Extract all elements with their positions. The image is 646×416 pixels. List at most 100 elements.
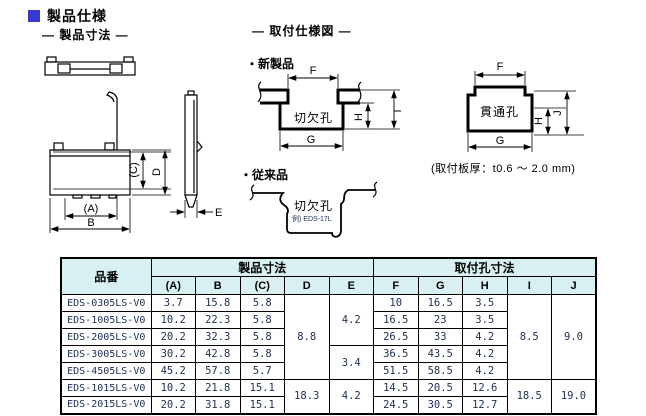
dim-label-c: (C) xyxy=(128,162,140,177)
notch-hole-label: 切欠孔 xyxy=(294,198,333,213)
cell-h: 12.7 xyxy=(462,396,508,414)
table-row: EDS-3005LS-V0 30.2 42.8 5.8 3.4 36.5 43.… xyxy=(60,345,596,380)
cell-d-merged: 8.8 xyxy=(284,294,330,380)
dim-label-a: (A) xyxy=(84,203,99,215)
product-top-view xyxy=(44,56,136,76)
cell-g: 30.5 xyxy=(417,396,463,414)
cell-h: 4.2 xyxy=(462,362,508,380)
dim-label-h: H xyxy=(533,117,545,125)
break-squiggle xyxy=(372,181,378,198)
cell-i-merged: 18.5 xyxy=(506,379,552,414)
spec-table: 品番 製品寸法 取付孔寸法 (A) B (C) D E F G H I J ED… xyxy=(60,257,597,415)
cell-g: 33 xyxy=(417,328,463,346)
cell-g: 23 xyxy=(417,311,463,329)
col-header-part-no: 品番 xyxy=(60,257,152,295)
square-bullet-icon xyxy=(28,10,40,22)
product-side-view xyxy=(184,90,203,208)
col-header-i: I xyxy=(506,276,552,295)
new-product-label: ・新製品 xyxy=(246,57,295,71)
col-header-a: (A) xyxy=(150,276,196,295)
cell-e-merged: 3.4 xyxy=(328,345,374,380)
product-dimension-drawing: (C) D (A) B E xyxy=(44,56,222,233)
cell-part: EDS-4505LS-V0 xyxy=(60,362,152,380)
cell-b: 21.8 xyxy=(195,379,241,397)
cell-a: 10.2 xyxy=(150,379,196,397)
cell-g: 16.5 xyxy=(417,294,463,312)
cell-part: EDS-1005LS-V0 xyxy=(60,311,152,329)
col-header-j: J xyxy=(551,276,597,295)
col-header-d: D xyxy=(284,276,330,295)
cell-f: 10 xyxy=(373,294,419,312)
cell-c: 5.7 xyxy=(239,362,285,380)
conventional-notch-hole-diagram: 切欠孔 例) EDS-17L xyxy=(249,181,378,238)
cell-f: 36.5 xyxy=(373,345,419,363)
cell-c: 5.8 xyxy=(239,345,285,363)
cell-h: 12.6 xyxy=(462,379,508,397)
dim-label-f: F xyxy=(310,65,317,77)
group-header-mount-dims: 取付孔寸法 xyxy=(373,257,597,277)
cell-c: 5.8 xyxy=(239,294,285,312)
cell-b: 32.3 xyxy=(195,328,241,346)
cell-d-merged: 18.3 xyxy=(284,379,330,414)
cell-j-merged: 9.0 xyxy=(551,294,597,380)
cell-g: 58.5 xyxy=(417,362,463,380)
cell-c: 15.1 xyxy=(239,396,285,414)
cell-a: 45.2 xyxy=(150,362,196,380)
cell-a: 20.2 xyxy=(150,328,196,346)
through-hole-label: 貫通孔 xyxy=(480,105,519,119)
cell-i-merged: 8.5 xyxy=(506,294,552,380)
cell-g: 43.5 xyxy=(417,345,463,363)
cell-f: 51.5 xyxy=(373,362,419,380)
new-product-notch-hole-diagram: F 切欠孔 G H I xyxy=(257,65,404,151)
cell-c: 5.8 xyxy=(239,328,285,346)
cell-f: 26.5 xyxy=(373,328,419,346)
col-header-c: (C) xyxy=(239,276,285,295)
cell-part: EDS-1015LS-V0 xyxy=(60,379,152,397)
dim-label-b: B xyxy=(87,217,94,229)
cell-h: 4.2 xyxy=(462,328,508,346)
page-title: 製品仕様 xyxy=(47,8,107,24)
cell-a: 3.7 xyxy=(150,294,196,312)
notch-hole-label: 切欠孔 xyxy=(294,110,333,125)
col-header-h: H xyxy=(462,276,508,295)
cell-a: 30.2 xyxy=(150,345,196,363)
table-row: EDS-4505LS-V0 45.2 57.8 5.7 51.5 58.5 4.… xyxy=(60,362,596,380)
through-hole-diagram: F 貫通孔 G H J xyxy=(466,61,584,152)
cell-b: 22.3 xyxy=(195,311,241,329)
break-squiggle xyxy=(257,81,262,103)
table-row: EDS-1015LS-V0 10.2 21.8 15.1 18.3 4.2 14… xyxy=(60,379,597,414)
dim-label-e: E xyxy=(215,207,222,219)
cell-part: EDS-2005LS-V0 xyxy=(60,328,152,346)
table-row: EDS-2005LS-V0 20.2 32.3 5.8 26.5 33 4.2 xyxy=(60,328,596,346)
cell-h: 3.5 xyxy=(462,294,508,312)
dim-label-g: G xyxy=(307,134,316,146)
cell-a: 20.2 xyxy=(150,396,196,414)
cell-e-merged: 4.2 xyxy=(328,294,374,346)
table-row: EDS-0305LS-V0 3.7 15.8 5.8 8.8 4.2 10 16… xyxy=(60,294,597,380)
section-mounting-spec: — 取付仕様図 — xyxy=(252,24,352,38)
cell-part: EDS-3005LS-V0 xyxy=(60,345,152,363)
section-product-dimensions: — 製品寸法 — xyxy=(42,28,129,42)
cell-b: 15.8 xyxy=(195,294,241,312)
cell-h: 4.2 xyxy=(462,345,508,363)
break-squiggle xyxy=(357,81,362,103)
dim-label-i: I xyxy=(392,109,404,112)
dim-label-h: H xyxy=(353,113,365,121)
cell-b: 31.8 xyxy=(195,396,241,414)
example-part-number: 例) EDS-17L xyxy=(292,214,332,223)
cell-part: EDS-0305LS-V0 xyxy=(60,294,152,312)
cell-f: 24.5 xyxy=(373,396,419,414)
cell-c: 15.1 xyxy=(239,379,285,397)
cell-f: 16.5 xyxy=(373,311,419,329)
cell-e-merged: 4.2 xyxy=(328,379,374,414)
cell-c: 5.8 xyxy=(239,311,285,329)
conventional-product-label: ・従来品 xyxy=(240,168,289,182)
product-front-view xyxy=(49,91,131,199)
cell-j-merged: 19.0 xyxy=(551,379,597,414)
plate-thickness-note: (取付板厚：t0.6 ～ 2.0 mm) xyxy=(431,163,576,175)
page-header: 製品仕様 xyxy=(28,6,107,26)
dim-label-j: J xyxy=(552,110,564,116)
cell-f: 14.5 xyxy=(373,379,419,397)
cell-b: 57.8 xyxy=(195,362,241,380)
cell-part: EDS-2015LS-V0 xyxy=(60,396,152,414)
